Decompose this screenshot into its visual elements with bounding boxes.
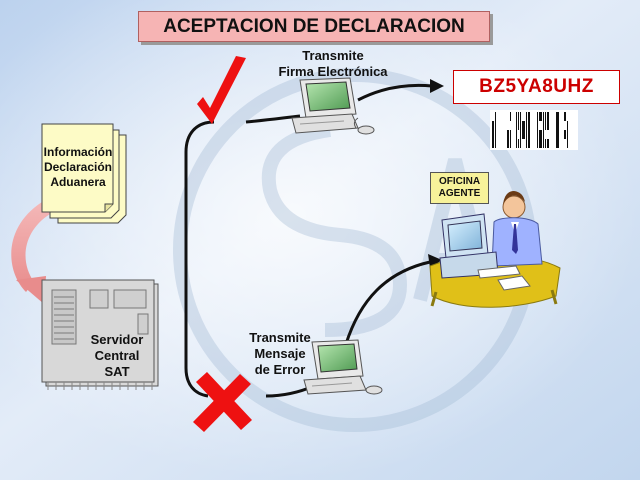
barcode-bar bbox=[495, 112, 496, 121]
code-text: BZ5YA8UHZ bbox=[479, 76, 594, 97]
document-stack-icon bbox=[41, 123, 127, 224]
barcode-bar bbox=[567, 130, 568, 139]
barcode-bar bbox=[564, 112, 566, 121]
barcode-bar bbox=[516, 130, 517, 139]
barcode-bar bbox=[507, 130, 509, 139]
barcode-bar bbox=[547, 139, 549, 148]
barcode-bar bbox=[556, 121, 559, 130]
flow-arrow-to-agent bbox=[344, 260, 431, 345]
arrow-head-code bbox=[430, 79, 444, 93]
barcode-bar bbox=[543, 139, 544, 148]
barcode-bar bbox=[528, 130, 530, 139]
barcode-bar bbox=[510, 139, 511, 148]
transmit-signature-label: Transmite Firma Electrónica bbox=[278, 48, 388, 79]
barcode-bar bbox=[495, 121, 496, 130]
barcode-bar bbox=[539, 112, 542, 121]
barcode-bar bbox=[518, 121, 519, 130]
barcode-bar bbox=[526, 130, 527, 139]
barcode-bar bbox=[526, 121, 527, 130]
barcode-bar bbox=[567, 139, 568, 148]
barcode-bar bbox=[516, 112, 517, 121]
barcode-bar bbox=[526, 112, 527, 121]
barcode-bar bbox=[495, 130, 496, 139]
barcode-bar bbox=[507, 139, 509, 148]
barcode-bar bbox=[492, 121, 494, 130]
barcode-bar bbox=[545, 139, 546, 148]
slide-title: ACEPTACION DE DECLARACION bbox=[138, 11, 490, 42]
agent-office-badge: OFICINA AGENTE bbox=[430, 172, 489, 204]
barcode-bar bbox=[516, 121, 517, 130]
barcode-bar bbox=[547, 112, 549, 121]
barcode-bar bbox=[510, 112, 511, 121]
barcode-bar bbox=[520, 121, 521, 130]
flow-arrow-to-code bbox=[357, 83, 433, 102]
barcode-bar bbox=[556, 112, 559, 121]
arrow-head-agent bbox=[428, 254, 442, 268]
barcode-bar bbox=[543, 112, 544, 121]
server-icon bbox=[41, 279, 159, 390]
barcode-bar bbox=[528, 112, 530, 121]
barcode-bar bbox=[518, 139, 519, 148]
barcode-bar bbox=[537, 139, 538, 148]
barcode-bar bbox=[547, 121, 549, 130]
barcode-bar bbox=[537, 112, 538, 121]
barcode-icon bbox=[490, 110, 578, 150]
branch-line bbox=[184, 120, 215, 398]
check-icon bbox=[197, 56, 246, 124]
barcode-bar bbox=[567, 121, 568, 130]
barcode-bar bbox=[539, 130, 542, 139]
agent-desk-illustration bbox=[429, 191, 561, 308]
cross-icon bbox=[193, 372, 252, 432]
barcode-bar bbox=[492, 139, 494, 148]
barcode-bar bbox=[528, 139, 530, 148]
barcode-bar bbox=[537, 130, 538, 139]
barcode-bar bbox=[520, 112, 521, 121]
barcode-bar bbox=[545, 112, 546, 121]
barcode-bar bbox=[545, 121, 546, 130]
title-text: ACEPTACION DE DECLARACION bbox=[163, 15, 465, 37]
barcode-bar bbox=[537, 121, 538, 130]
barcode-bar bbox=[522, 121, 525, 130]
computer-icon-signature bbox=[291, 77, 375, 135]
barcode-bar bbox=[495, 139, 496, 148]
barcode-bar bbox=[520, 139, 521, 148]
barcode-bar bbox=[543, 121, 544, 130]
documents-label: Información Declaración Aduanera bbox=[43, 145, 113, 189]
barcode-bar bbox=[492, 130, 494, 139]
barcode-bar bbox=[516, 139, 517, 148]
barcode-bar bbox=[564, 130, 566, 139]
barcode-bar bbox=[539, 139, 542, 148]
computer-icon-error bbox=[303, 339, 383, 395]
barcode-bar bbox=[528, 121, 530, 130]
generated-code-box: BZ5YA8UHZ bbox=[453, 70, 620, 104]
server-label: Servidor Central SAT bbox=[90, 332, 144, 379]
barcode-bar bbox=[556, 139, 559, 148]
barcode-bar bbox=[556, 130, 559, 139]
flow-arrow-pink bbox=[11, 202, 50, 304]
barcode-bar bbox=[520, 130, 521, 139]
transmit-error-label: Transmite Mensaje de Error bbox=[249, 330, 311, 377]
barcode-bar bbox=[510, 130, 511, 139]
barcode-bar bbox=[526, 139, 527, 148]
barcode-bar bbox=[518, 112, 519, 121]
barcode-bar bbox=[522, 130, 525, 139]
flow-line-accept bbox=[245, 114, 301, 124]
barcode-bar bbox=[543, 130, 544, 139]
